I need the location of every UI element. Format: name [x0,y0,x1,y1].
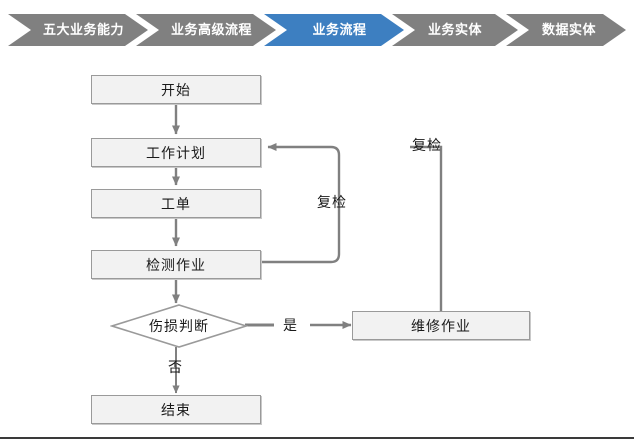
edge-label-outer-recheck: 复检 [412,137,442,153]
node-start[interactable]: 开始 [91,75,261,104]
breadcrumb-chevron-4[interactable] [506,14,626,46]
breadcrumb-chevrons [8,14,626,46]
node-end[interactable]: 结束 [91,395,261,424]
breadcrumb-chevron-2[interactable] [264,14,404,46]
breadcrumb-chevron-0[interactable] [8,14,148,46]
node-repair[interactable]: 维修作业 [352,311,530,340]
node-work-plan[interactable]: 工作计划 [91,138,261,167]
breadcrumb: 五大业务能力 业务高级流程 业务流程 业务实体 数据实体 [0,0,634,56]
edge-label-inner-recheck: 复检 [317,194,347,210]
breadcrumb-label-2[interactable]: 业务流程 [312,22,367,37]
breadcrumb-label-1[interactable]: 业务高级流程 [170,22,252,37]
flowchart: 开始 工作计划 工单 检测作业 伤损判断 维修作业 结束 复检 复检 是 否 [0,56,634,439]
edge-label-no: 否 [168,359,183,375]
node-work-plan-label: 工作计划 [146,144,206,161]
breadcrumb-label-3[interactable]: 业务实体 [427,22,482,37]
node-damage-decision[interactable] [110,303,248,349]
breadcrumb-chevron-1[interactable] [136,14,276,46]
node-repair-label: 维修作业 [411,317,471,334]
breadcrumb-chevron-3[interactable] [392,14,518,46]
node-end-label: 结束 [161,401,191,418]
node-inspection-label: 检测作业 [146,256,206,273]
bottom-divider [0,437,634,439]
breadcrumb-label-0[interactable]: 五大业务能力 [42,22,124,37]
node-work-order-label: 工单 [161,195,191,212]
flowchart-connectors [172,104,443,394]
node-work-order[interactable]: 工单 [91,189,261,218]
node-start-label: 开始 [161,81,191,98]
edge-label-yes: 是 [283,317,298,333]
edge-inspect-to-plan-recheck [262,143,341,264]
breadcrumb-label-4[interactable]: 数据实体 [541,22,596,37]
node-inspection[interactable]: 检测作业 [91,250,261,279]
edge-repair-to-plan-recheck [410,145,443,311]
